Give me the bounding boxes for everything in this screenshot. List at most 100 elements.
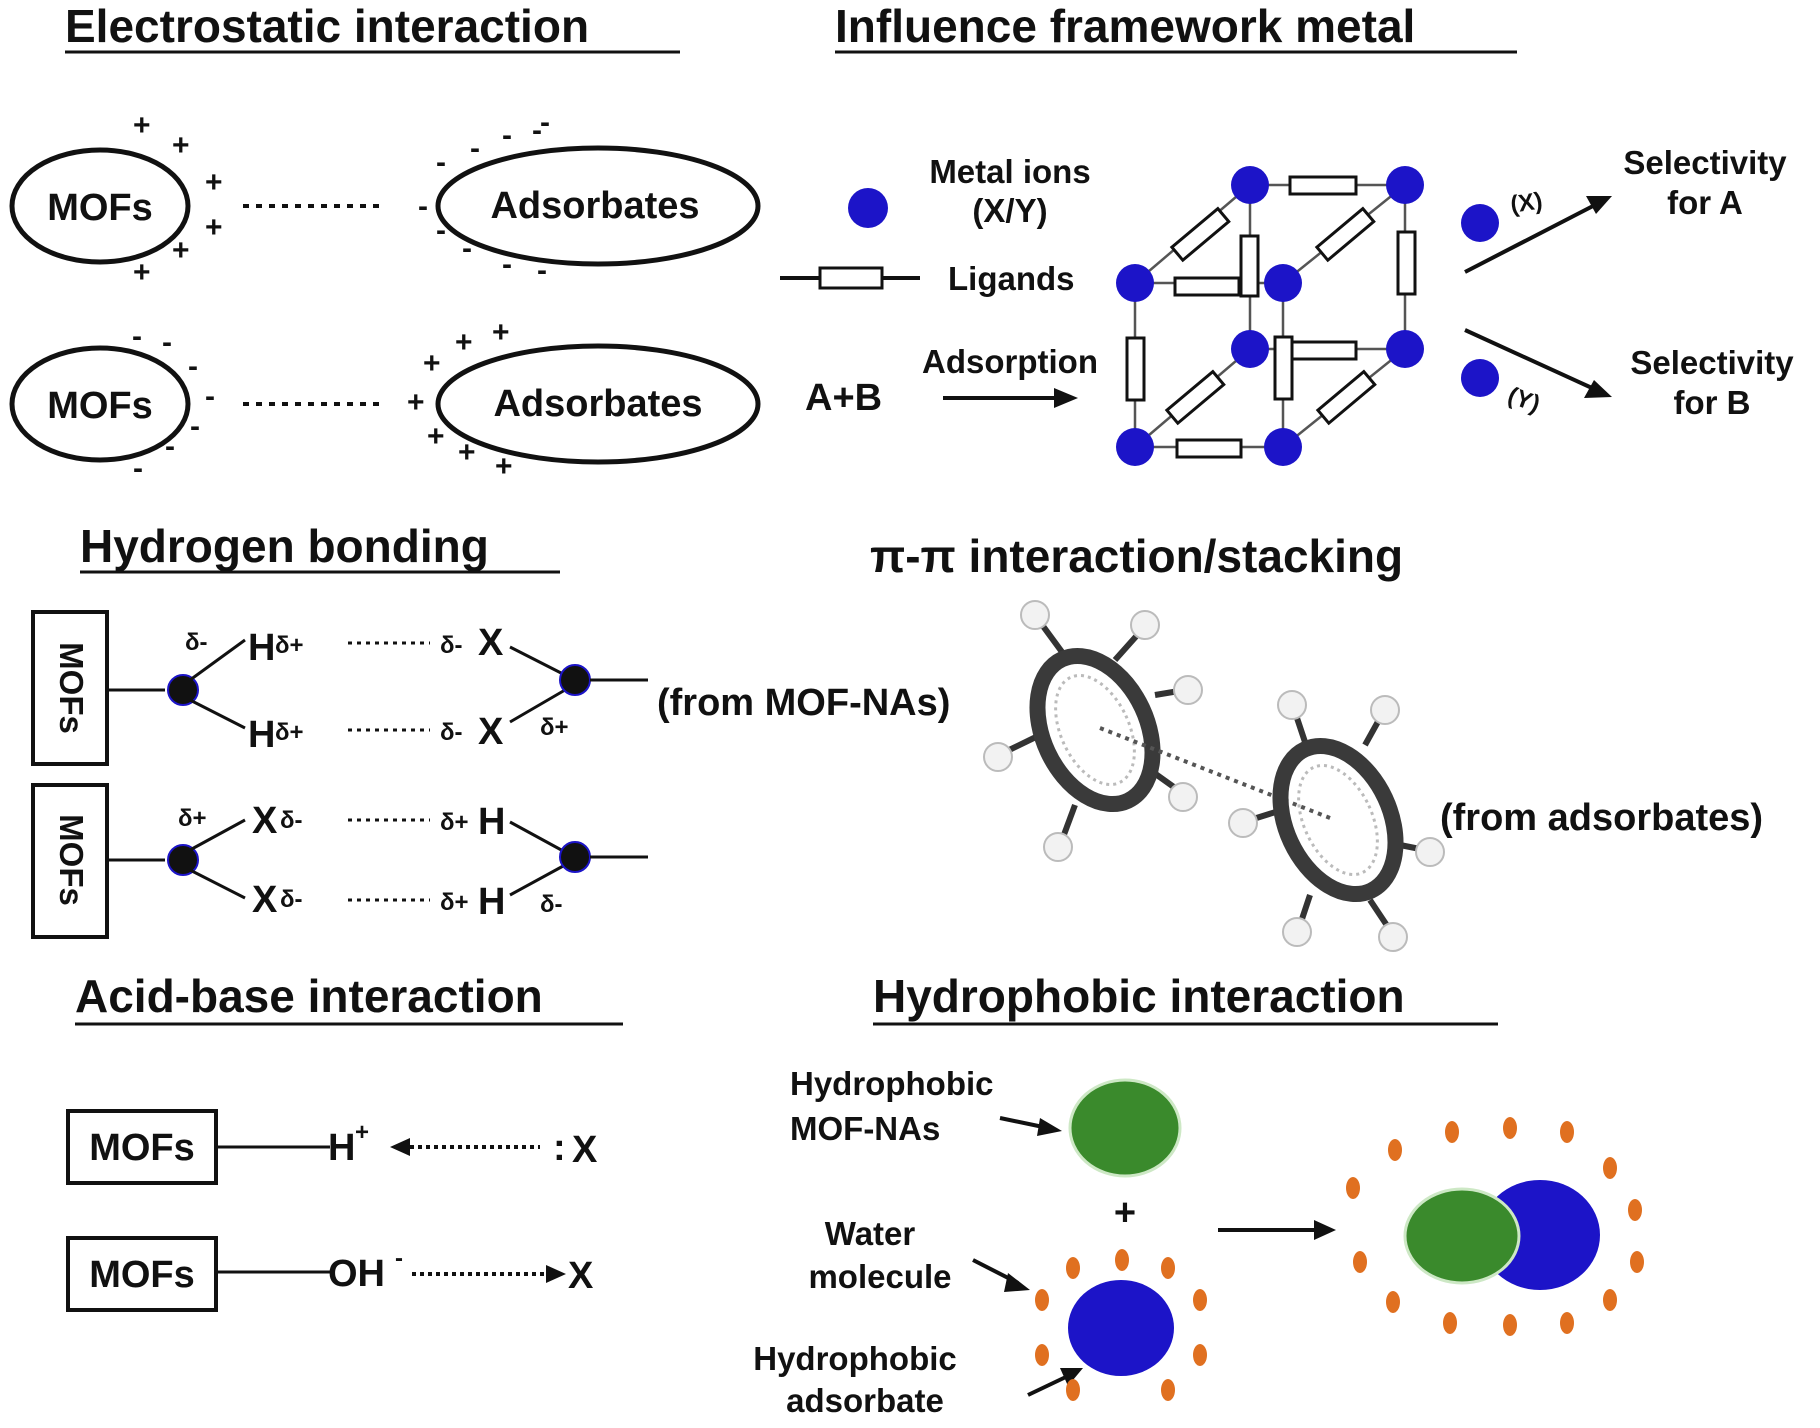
diagram-text: Hydrophobic	[790, 1065, 994, 1102]
diagram-text: H	[248, 714, 275, 756]
metal-ion-legend-dot	[848, 188, 888, 228]
diagram-text: adsorbate	[786, 1382, 944, 1419]
arrowhead-right	[546, 1265, 566, 1283]
diagram-text: -	[418, 190, 428, 223]
ligands-label: Ligands	[948, 260, 1075, 297]
benzene-ring-2	[1228, 690, 1445, 952]
positive-charges: + + + + + + +	[407, 316, 513, 483]
diagram-text: -	[132, 320, 142, 353]
arrow-to-b	[1464, 328, 1593, 390]
oh-minus-label: OH	[328, 1253, 385, 1295]
diagram-text: -	[532, 114, 542, 147]
diagram-text: -	[540, 106, 550, 139]
diagram-text: -	[462, 232, 472, 265]
y-label: (Y)	[1504, 382, 1543, 418]
heading-hydrophobic: Hydrophobic interaction	[873, 970, 1498, 1026]
diagram-text: H	[478, 881, 505, 923]
atom-node	[167, 674, 199, 706]
diagram-text: +	[407, 386, 425, 419]
diagram-text: -	[537, 254, 547, 287]
electrostatic-row-2: MOFs - - - - - - - Adsorbates + + + + + …	[9, 316, 761, 485]
diagram-text: +	[172, 234, 190, 267]
diagram-text: -	[165, 430, 175, 463]
diagram-text: δ+	[275, 632, 304, 659]
selectivity-b-line2: for B	[1674, 384, 1751, 421]
mofs-box	[66, 1236, 218, 1312]
diagram-text: X	[252, 879, 278, 921]
diagram-text: Hydrophobic interaction	[873, 970, 1405, 1022]
mofs-label: MOFs	[47, 385, 153, 427]
combined-mof	[1403, 1187, 1521, 1285]
water-molecules-around-complex	[1346, 1117, 1644, 1336]
benzene-ring-1	[983, 600, 1203, 862]
diagram-text: +	[205, 166, 223, 199]
diagram-text: -	[470, 132, 480, 165]
framework-legend: Metal ions (X/Y) Ligands A+B Adsorption	[780, 153, 1098, 419]
atom-node	[559, 841, 591, 873]
diagram-text: δ+	[440, 889, 469, 916]
diagram-text: δ-	[440, 719, 463, 746]
hbond-row-1: MOFs δ- H δ+ H δ+ δ- X δ- X δ+ (from MOF…	[31, 610, 950, 766]
hydrophobic-adsorbate-particle	[1068, 1280, 1174, 1376]
diagram-text: +	[133, 109, 151, 142]
diagram-text: +	[1114, 1192, 1136, 1234]
diagram-text: molecule	[808, 1258, 951, 1295]
diagram-text: X	[252, 800, 278, 842]
diagram-text: Acid-base interaction	[75, 970, 543, 1022]
adsorbates-label: Adsorbates	[490, 185, 699, 227]
diagram-text: MOF-NAs	[790, 1110, 940, 1147]
mofs-ellipse	[9, 345, 191, 463]
diagram-text: +	[172, 129, 190, 162]
framework-metal-nodes	[1116, 166, 1424, 466]
mofs-box	[66, 1109, 218, 1185]
metal-y-dot	[1461, 359, 1499, 397]
diagram-text: -	[436, 214, 446, 247]
diagram-text: +	[495, 450, 513, 483]
diagram-text: X	[568, 1255, 594, 1297]
heading-hydrogen-bonding: Hydrogen bonding	[80, 520, 560, 574]
diagram-text: -	[502, 248, 512, 281]
diagram-text: +	[427, 420, 445, 453]
electrostatic-row-1: MOFs + + + + + + Adsorbates - - - - - - …	[9, 106, 761, 289]
framework-selectivity: (X) Selectivity for A (Y) Selectivity fo…	[1461, 144, 1794, 421]
diagram-text: δ+	[540, 714, 569, 741]
mofs-vertical-label: MOFs	[53, 642, 90, 734]
diagram-text: Electrostatic interaction	[65, 0, 589, 52]
selectivity-b-line1: Selectivity	[1630, 344, 1794, 381]
adsorption-arrowhead	[1054, 388, 1078, 408]
diagram-text: :	[553, 1127, 566, 1169]
diagram-text: +	[133, 256, 151, 289]
atom-node	[167, 844, 199, 876]
from-mof-nas-label: (from MOF-NAs)	[657, 682, 950, 724]
hbond-row-2: MOFs δ+ X δ- X δ- δ+ H δ+ H δ-	[31, 783, 648, 939]
mofs-ellipse	[9, 147, 191, 265]
heading-pi-pi: π-π interaction/stacking	[870, 530, 1403, 582]
framework-ligands	[1125, 175, 1417, 459]
from-adsorbates-label: (from adsorbates)	[1440, 797, 1763, 839]
diagram-text: X	[572, 1129, 598, 1171]
acid-row-1: MOFs H + : X	[66, 1109, 598, 1185]
diagram-text: X	[478, 622, 504, 664]
arrowhead-left	[390, 1138, 410, 1156]
diagram-text: Influence framework metal	[835, 0, 1415, 52]
ligand-legend-rect	[818, 266, 884, 290]
diagram-text: -	[502, 119, 512, 152]
diagram-text: +	[423, 347, 441, 380]
diagram-text: Hydrophobic	[753, 1340, 957, 1377]
mofs-box	[31, 610, 109, 766]
diagram-text: δ-	[280, 807, 303, 834]
diagram-text: +	[458, 436, 476, 469]
diagram-text: -	[395, 1245, 403, 1272]
diagram-text: +	[205, 211, 223, 244]
diagram-text: X	[478, 711, 504, 753]
diagram-text: δ+	[275, 719, 304, 746]
hydrophobic-mof-particle	[1068, 1078, 1182, 1178]
feed-label: A+B	[805, 377, 882, 419]
diagram-text: +	[455, 326, 473, 359]
diagram-text: -	[188, 350, 198, 383]
diagram-text: -	[436, 146, 446, 179]
diagram-text: -	[205, 380, 215, 413]
arrowhead-to-a	[1586, 196, 1612, 214]
